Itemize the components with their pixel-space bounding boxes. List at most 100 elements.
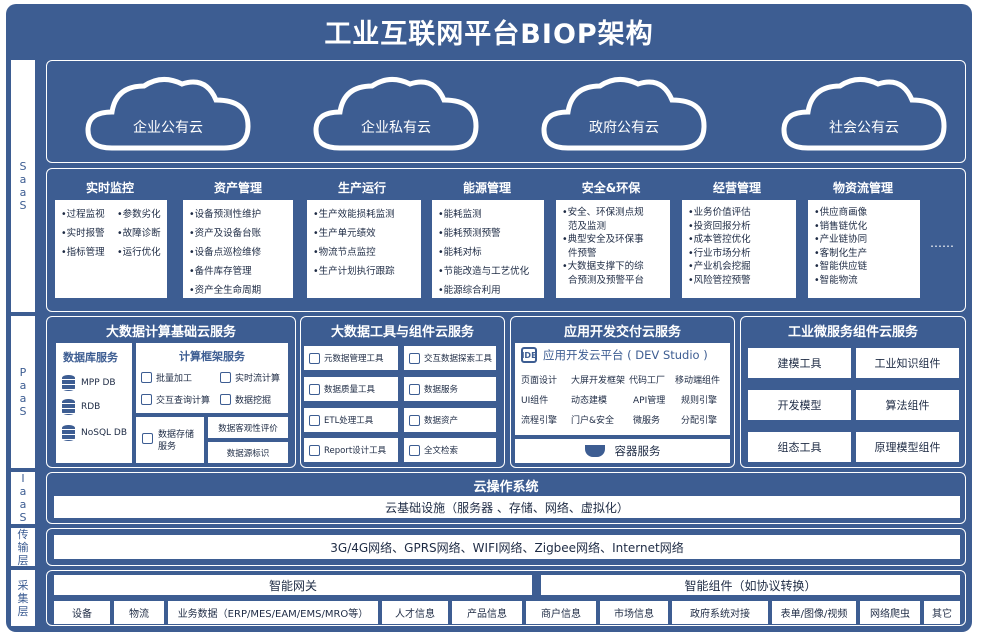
db-mpp: MPP DB bbox=[62, 375, 116, 391]
cloud-panel bbox=[46, 60, 966, 163]
list-item: •成本管控优化 bbox=[688, 234, 751, 245]
studio-cell: 分配引擎 bbox=[681, 416, 718, 426]
list-item: •销售链优化 bbox=[814, 220, 868, 232]
module-title-assets: 资产管理 bbox=[213, 181, 262, 195]
cloud-enterprise-private: 企业私有云 bbox=[310, 70, 482, 156]
asset-icon bbox=[409, 414, 420, 426]
tool-label: 数据质量工具 bbox=[324, 385, 376, 395]
list-item: •供应商画像 bbox=[814, 207, 868, 218]
tool-report: Report设计工具 bbox=[304, 438, 398, 462]
list-item: •生产计划执行跟踪 bbox=[313, 266, 395, 277]
list-item: •典型安全及环保事 bbox=[562, 234, 644, 245]
cloud-label: 企业公有云 bbox=[133, 120, 203, 136]
tool-label: 全文检索 bbox=[424, 446, 459, 456]
transport-panel bbox=[46, 528, 966, 566]
module-safety-list: •安全、环保测点规 范及监测 •典型安全及环保事 件预警 •大数据支撑下的综 合… bbox=[556, 200, 670, 298]
list-item: •参数劣化 bbox=[117, 209, 161, 220]
list-item: •产业机会挖掘 bbox=[688, 261, 751, 272]
list-item: •能耗预测预警 bbox=[438, 228, 501, 239]
cloud-social-public: 社会公有云 bbox=[778, 70, 950, 156]
studio-cell: 页面设计 bbox=[521, 376, 558, 386]
list-item: •设备预测性维护 bbox=[189, 209, 262, 220]
module-monitoring-list: •过程监视 •实时报警 •指标管理 •参数劣化 •故障诊断 •运行优化 bbox=[55, 200, 167, 298]
cloud-icon bbox=[781, 77, 947, 151]
list-item: •故障诊断 bbox=[117, 228, 161, 239]
quality-icon bbox=[309, 383, 320, 395]
bigdata-tools-title: 大数据工具与组件云服务 bbox=[330, 325, 474, 340]
dev-studio-title: 应用开发云平台 ( DEV Studio ) bbox=[543, 348, 708, 362]
report-icon bbox=[309, 444, 320, 456]
source-talent: 人才信息 bbox=[382, 601, 448, 624]
source-other: 其它 bbox=[924, 601, 960, 624]
metadata-icon bbox=[309, 352, 320, 364]
micro-algorithm-component: 算法组件 bbox=[856, 390, 959, 420]
source-merchant: 商户信息 bbox=[526, 601, 596, 624]
micro-modeling-tool: 建模工具 bbox=[748, 348, 851, 378]
appdev-title: 应用开发交付云服务 bbox=[563, 325, 681, 340]
smart-component-box: 智能组件（如协议转换） bbox=[541, 575, 960, 595]
tool-label: Report设计工具 bbox=[324, 446, 387, 456]
appdev-panel bbox=[510, 316, 735, 468]
source-product: 产品信息 bbox=[452, 601, 522, 624]
container-service-box: 容器服务 bbox=[515, 439, 730, 463]
list-item: •产业链协同 bbox=[814, 234, 868, 245]
storage-icon bbox=[142, 433, 153, 444]
compute-label: 数据挖掘 bbox=[235, 396, 272, 406]
compute-framework-box: 计算框架服务 批量加工 实时流计算 交互查询计算 数据挖掘 bbox=[136, 343, 288, 413]
list-item: •能耗对标 bbox=[438, 247, 482, 258]
list-item: 范及监测 bbox=[568, 220, 607, 232]
compute-mining: 数据挖掘 bbox=[220, 393, 271, 406]
data-storage-box: 数据存储服务 bbox=[136, 417, 204, 463]
mining-icon bbox=[220, 394, 231, 405]
module-title-production: 生产运行 bbox=[337, 181, 386, 195]
collection-panel bbox=[46, 570, 966, 626]
db-rdb: RDB bbox=[62, 399, 100, 415]
cloud-label: 政府公有云 bbox=[589, 120, 659, 136]
source-market: 市场信息 bbox=[600, 601, 668, 624]
cloud-infrastructure-box: 云基础设施（服务器 、存储、网络、虚拟化） bbox=[54, 496, 960, 518]
module-business-list: •业务价值评估 •投资回报分析 •成本管控优化 •行业市场分析 •产业机会挖掘 … bbox=[682, 200, 796, 298]
list-item: •大数据支撑下的综 bbox=[562, 261, 644, 272]
list-item: •过程监视 bbox=[61, 209, 105, 220]
list-item: •节能改造与工艺优化 bbox=[438, 266, 530, 277]
docker-icon bbox=[584, 445, 605, 457]
list-item: •指标管理 bbox=[61, 247, 105, 258]
studio-cell: 门户&安全 bbox=[571, 416, 615, 426]
cloud-label: 社会公有云 bbox=[829, 120, 899, 136]
list-item: •物流节点监控 bbox=[313, 247, 376, 258]
cloud-icon bbox=[541, 77, 707, 151]
tool-data-asset: 数据资产 bbox=[404, 408, 496, 432]
compute-label: 批量加工 bbox=[156, 374, 193, 384]
studio-cell: API管理 bbox=[633, 396, 666, 406]
service-icon bbox=[409, 383, 420, 395]
list-item: •资产全生命周期 bbox=[189, 285, 262, 296]
list-item: •资产及设备台账 bbox=[189, 228, 262, 239]
cloud-os-title: 云操作系统 bbox=[473, 480, 539, 495]
tool-label: 数据服务 bbox=[424, 385, 459, 395]
source-equipment: 设备 bbox=[54, 601, 110, 624]
bigdata-compute-title: 大数据计算基础云服务 bbox=[105, 325, 236, 340]
db-label: NoSQL DB bbox=[81, 428, 128, 438]
db-label: MPP DB bbox=[81, 378, 116, 388]
list-item: •行业市场分析 bbox=[688, 247, 751, 259]
micro-knowledge-component: 工业知识组件 bbox=[856, 348, 959, 378]
compute-label: 实时流计算 bbox=[235, 374, 281, 384]
compute-framework-title: 计算框架服务 bbox=[179, 350, 245, 363]
tool-fulltext: 全文检索 bbox=[404, 438, 496, 462]
studio-cell: 移动端组件 bbox=[675, 376, 721, 386]
cloud-label: 企业私有云 bbox=[361, 120, 431, 136]
micro-dev-model: 开发模型 bbox=[748, 390, 851, 420]
more-ellipsis: …… bbox=[930, 236, 954, 250]
tool-label: ETL处理工具 bbox=[324, 416, 374, 426]
tool-label: 元数据管理工具 bbox=[324, 354, 384, 364]
tool-label: 数据资产 bbox=[424, 416, 459, 426]
list-item: •生产单元绩效 bbox=[313, 228, 376, 239]
studio-cell: 大屏开发框架 bbox=[571, 376, 626, 386]
db-nosql: NoSQL DB bbox=[62, 425, 127, 441]
sync-icon bbox=[141, 394, 152, 405]
studio-cell: 代码工厂 bbox=[629, 376, 666, 386]
studio-cell: 微服务 bbox=[633, 416, 661, 426]
tool-data-service: 数据服务 bbox=[404, 377, 496, 401]
cloud-icon bbox=[85, 77, 251, 151]
